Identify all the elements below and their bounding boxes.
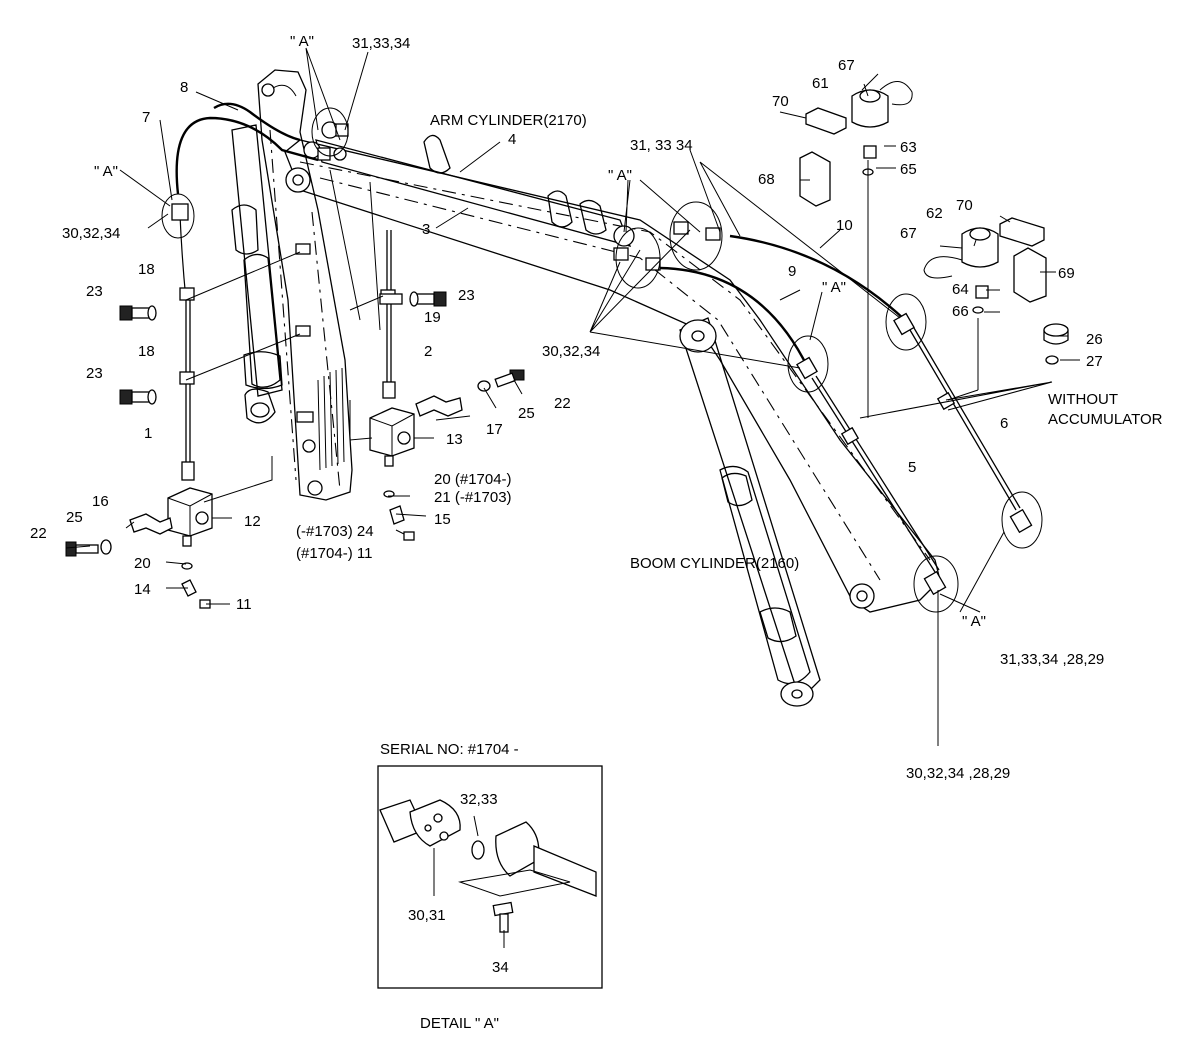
boom-cylinder: [679, 317, 821, 707]
bolt-23-lower: [119, 389, 157, 405]
label-61: 61: [812, 75, 829, 92]
arm-cylinder: [303, 121, 635, 247]
bolt-23-upper: [119, 305, 157, 321]
label-31-33-34-mid: 31, 33 34: [630, 137, 693, 154]
label-14: 14: [134, 581, 151, 598]
label-18-upper: 18: [138, 261, 155, 278]
label-22-right: 22: [554, 395, 571, 412]
label-13: 13: [446, 431, 463, 448]
callout-labels: " A" 31,33,34 8 7 " A" 30,32,34 ARM CYLI…: [30, 33, 1163, 782]
label-67-lower: 67: [900, 225, 917, 242]
label-11-1704: (#1704-) 11: [296, 545, 372, 562]
label-boom-cylinder: BOOM CYLINDER(2160): [630, 555, 799, 572]
label-marker-a-2: " A": [94, 163, 118, 180]
label-30-32-34-28-29: 30,32,34 ,28,29: [906, 765, 1010, 782]
label-69: 69: [1058, 265, 1075, 282]
label-6: 6: [1000, 415, 1008, 432]
detail-a-inset: SERIAL NO: #1704 - 32,33 30,31 34 DETAIL…: [377, 741, 603, 1032]
accumulator-upper: [799, 81, 913, 207]
label-serial-no: SERIAL NO: #1704 -: [380, 741, 519, 758]
label-24-1703: (-#1703) 24: [296, 523, 374, 540]
label-26: 26: [1086, 331, 1103, 348]
label-23-upper: 23: [86, 283, 103, 300]
label-63: 63: [900, 139, 917, 156]
arm-assembly: [257, 69, 353, 501]
label-20: 20: [134, 555, 151, 572]
label-12: 12: [244, 513, 261, 530]
label-1: 1: [144, 425, 152, 442]
label-detail-32-33: 32,33: [460, 791, 498, 808]
leader-lines: [65, 47, 1080, 746]
label-23-lower: 23: [86, 365, 103, 382]
label-15: 15: [434, 511, 451, 528]
label-27: 27: [1086, 353, 1103, 370]
label-19: 19: [424, 309, 441, 326]
label-marker-a-3: " A": [608, 167, 632, 184]
label-25-left: 25: [66, 509, 83, 526]
pipe-clamps: [119, 243, 447, 405]
label-4: 4: [508, 131, 516, 148]
label-21-1703: 21 (-#1703): [434, 489, 512, 506]
label-67-upper: 67: [838, 57, 855, 74]
label-accumulator: ACCUMULATOR: [1048, 411, 1163, 428]
label-23-right: 23: [458, 287, 475, 304]
label-30-32-34-mid: 30,32,34: [542, 343, 600, 360]
label-17: 17: [486, 421, 503, 438]
label-marker-a-4: " A": [822, 279, 846, 296]
label-arm-cylinder: ARM CYLINDER(2170): [430, 112, 587, 129]
label-65: 65: [900, 161, 917, 178]
label-11: 11: [236, 596, 252, 613]
label-68: 68: [758, 171, 775, 188]
label-31-33-34-28-29: 31,33,34 ,28,29: [1000, 651, 1104, 668]
arm-ribbing: [317, 367, 345, 471]
label-detail-34: 34: [492, 959, 509, 976]
label-70-upper: 70: [772, 93, 789, 110]
label-10: 10: [836, 217, 853, 234]
label-without: WITHOUT: [1048, 391, 1118, 408]
label-marker-a-5: " A": [962, 613, 986, 630]
label-66: 66: [952, 303, 969, 320]
label-20-1704: 20 (#1704-): [434, 471, 512, 488]
bucket-cylinder: [231, 124, 283, 424]
grease-block-13: [369, 407, 415, 467]
grease-block-12: [167, 487, 213, 547]
label-9: 9: [788, 263, 796, 280]
bolt-23-right: [409, 291, 447, 307]
label-5: 5: [908, 459, 916, 476]
label-18-lower: 18: [138, 343, 155, 360]
label-64: 64: [952, 281, 969, 298]
label-8: 8: [180, 79, 188, 96]
label-30-32-34-left: 30,32,34: [62, 225, 120, 242]
detail-frame: [377, 765, 603, 989]
label-22-left: 22: [30, 525, 47, 542]
label-detail-a: DETAIL " A": [420, 1015, 499, 1032]
label-2: 2: [424, 343, 432, 360]
grease-nipples: [181, 490, 415, 609]
label-7: 7: [142, 109, 150, 126]
brackets: [129, 395, 463, 535]
label-3: 3: [422, 221, 430, 238]
label-detail-30-31: 30,31: [408, 907, 446, 924]
label-16: 16: [92, 493, 109, 510]
pipe-fittings: [171, 123, 1033, 596]
label-marker-a-1: " A": [290, 33, 314, 50]
label-62: 62: [926, 205, 943, 222]
bolts-22: [65, 369, 525, 557]
label-25-right: 25: [518, 405, 535, 422]
boom-assembly: [284, 139, 941, 613]
accumulator-lower: [923, 217, 1047, 314]
detail-a-circles: [161, 107, 1043, 613]
label-70-lower: 70: [956, 197, 973, 214]
label-31-33-34-top: 31,33,34: [352, 35, 410, 52]
plug-26-27: [1043, 323, 1069, 365]
